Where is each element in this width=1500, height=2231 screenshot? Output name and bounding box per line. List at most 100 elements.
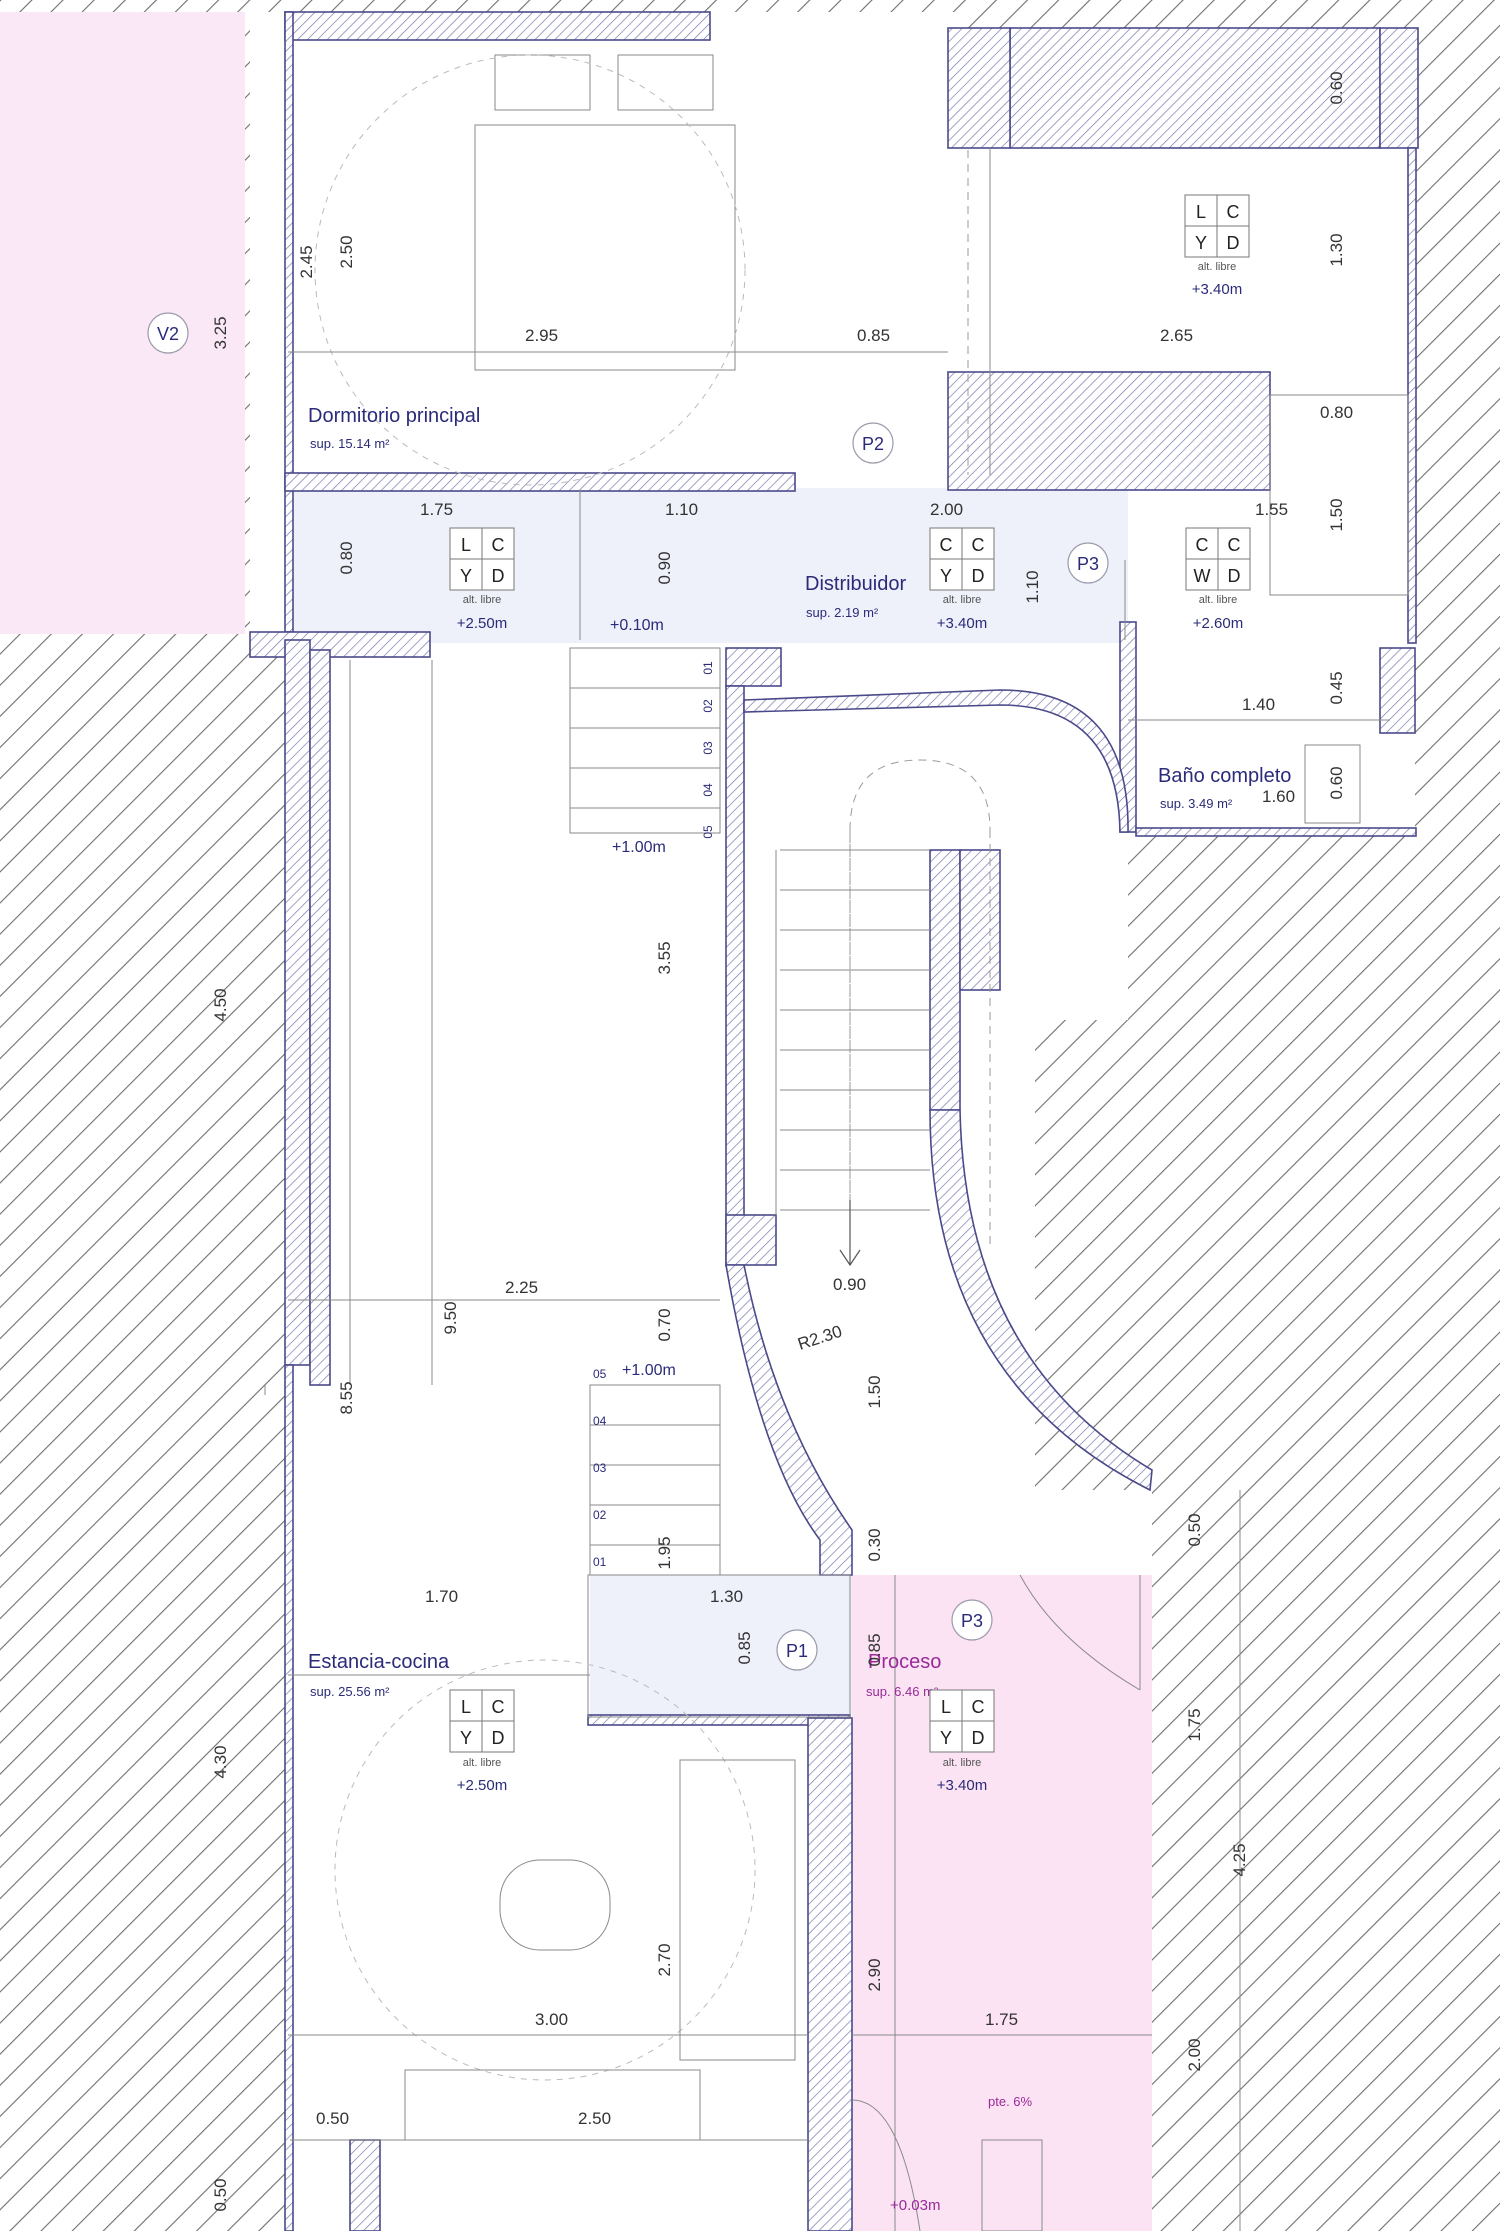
svg-text:P3: P3 [1077,554,1099,574]
dim-1-55: 1.55 [1255,500,1288,519]
svg-text:C: C [940,535,953,555]
stair-step-upper-01: 01 [701,661,715,675]
dim-0-85: 0.85 [857,326,890,345]
walls [249,11,1419,2231]
room-name-distribuidor: Distribuidor [805,573,906,595]
svg-text:V2: V2 [157,324,179,344]
dim-2-65: 2.65 [1160,326,1193,345]
svg-text:Y: Y [1195,233,1207,253]
room-name-estancia: Estancia-cocina [308,1651,450,1673]
stair-step-lower-01: 01 [593,1555,607,1569]
finish-legend-process: L C Y D alt. libre +3.40m [929,1689,995,1794]
dim-0-85-v2: 0.85 [865,1633,884,1666]
stair-step-lower-04: 04 [593,1414,607,1428]
svg-text:+2.50m: +2.50m [457,1777,507,1794]
dim-1-50: 1.50 [1327,498,1346,531]
room-area-distribuidor: sup. 2.19 m² [806,605,879,620]
svg-text:+2.60m: +2.60m [1193,615,1243,632]
dim-0-60-bath: 0.60 [1327,766,1346,799]
dim-1-60: 1.60 [1262,787,1295,806]
exterior-terrace [0,12,245,634]
dim-0-50-bottom: 0.50 [211,2178,230,2211]
stair-step-upper-03: 03 [701,741,715,755]
finish-legend-living: L C Y D alt. libre +2.50m [449,1689,515,1794]
svg-text:+2.50m: +2.50m [457,615,507,632]
room-name-proceso: Proceso [868,1651,941,1673]
stair-curve-top [743,689,1129,833]
svg-text:C: C [492,1697,505,1717]
room-name-dormitorio: Dormitorio principal [308,405,480,427]
svg-text:Y: Y [460,1728,472,1748]
tag-p1: P1 [776,1629,818,1671]
svg-text:P3: P3 [961,1611,983,1631]
svg-text:D: D [492,1728,505,1748]
svg-text:D: D [492,566,505,586]
dim-2-70: 2.70 [655,1943,674,1976]
dim-1-30: 1.30 [710,1587,743,1606]
dim-0-50: 0.50 [316,2109,349,2128]
dim-1-10-hall: 1.10 [665,500,698,519]
stair-step-lower-03: 03 [593,1461,607,1475]
level-stair-lower: +1.00m [622,1362,676,1379]
svg-text:D: D [972,566,985,586]
dim-1-10-hall-v: 1.10 [1023,570,1042,603]
svg-text:W: W [1194,566,1211,586]
dim-2-00: 2.00 [930,500,963,519]
dim-9-50: 9.50 [441,1301,460,1334]
dim-3-00: 3.00 [535,2010,568,2029]
slope-label: pte. 6% [988,2094,1033,2109]
svg-text:alt. libre: alt. libre [943,594,982,606]
dim-4-25: 4.25 [1230,1843,1249,1876]
svg-text:C: C [972,1697,985,1717]
stair-direction-arrow [839,1200,861,1267]
proceso-floor [852,1575,1152,2231]
dim-8-55: 8.55 [337,1381,356,1414]
dim-0-90: 0.90 [833,1275,866,1294]
svg-text:Y: Y [940,1728,952,1748]
level-stair-upper: +1.00m [612,839,666,856]
dim-3-55: 3.55 [655,941,674,974]
dim-1-40: 1.40 [1242,695,1275,714]
svg-text:C: C [1228,535,1241,555]
dim-1-50-stair: 1.50 [865,1375,884,1408]
dim-2-90: 2.90 [865,1958,884,1991]
svg-text:Y: Y [460,566,472,586]
stair-step-lower-02: 02 [593,1508,607,1522]
svg-text:alt. libre: alt. libre [1198,261,1237,273]
dim-1-75-proceso: 1.75 [985,2010,1018,2029]
finish-legend-bedroom: L C Y D alt. libre +3.40m [1184,194,1250,298]
svg-text:alt. libre: alt. libre [943,1757,982,1769]
dim-1-70: 1.70 [425,1587,458,1606]
stair-step-upper-05: 05 [701,825,715,839]
room-area-proceso: sup. 6.46 m² [866,1684,939,1699]
svg-text:alt. libre: alt. libre [1199,594,1238,606]
level-hall: +0.10m [610,617,664,634]
svg-text:Y: Y [940,566,952,586]
dim-2-45: 2.45 [297,245,316,278]
svg-text:+3.40m: +3.40m [937,615,987,632]
dim-0-85-v: 0.85 [735,1631,754,1664]
dim-0-70: 0.70 [655,1308,674,1341]
furniture-lines [264,54,1409,2231]
level-process-floor: +0.03m [890,2197,940,2214]
svg-text:C: C [1227,202,1240,222]
dim-1-30: 1.30 [1327,233,1346,266]
svg-text:C: C [492,535,505,555]
dim-1-75-right: 1.75 [1185,1708,1204,1741]
dim-2-50: 2.50 [578,2109,611,2128]
svg-text:D: D [1227,233,1240,253]
svg-text:alt. libre: alt. libre [463,1757,502,1769]
svg-text:C: C [972,535,985,555]
room-area-estancia: sup. 25.56 m² [310,1684,390,1699]
dim-1-75-hall: 1.75 [420,500,453,519]
svg-text:L: L [461,1697,471,1717]
stair-step-lower-05: 05 [593,1367,607,1381]
svg-text:L: L [941,1697,951,1717]
tag-v2: V2 [147,312,189,354]
svg-text:L: L [461,535,471,555]
tag-p2: P2 [852,422,894,464]
dim-2-25: 2.25 [505,1278,538,1297]
dim-0-45: 0.45 [1327,671,1346,704]
dim-2-95: 2.95 [525,326,558,345]
